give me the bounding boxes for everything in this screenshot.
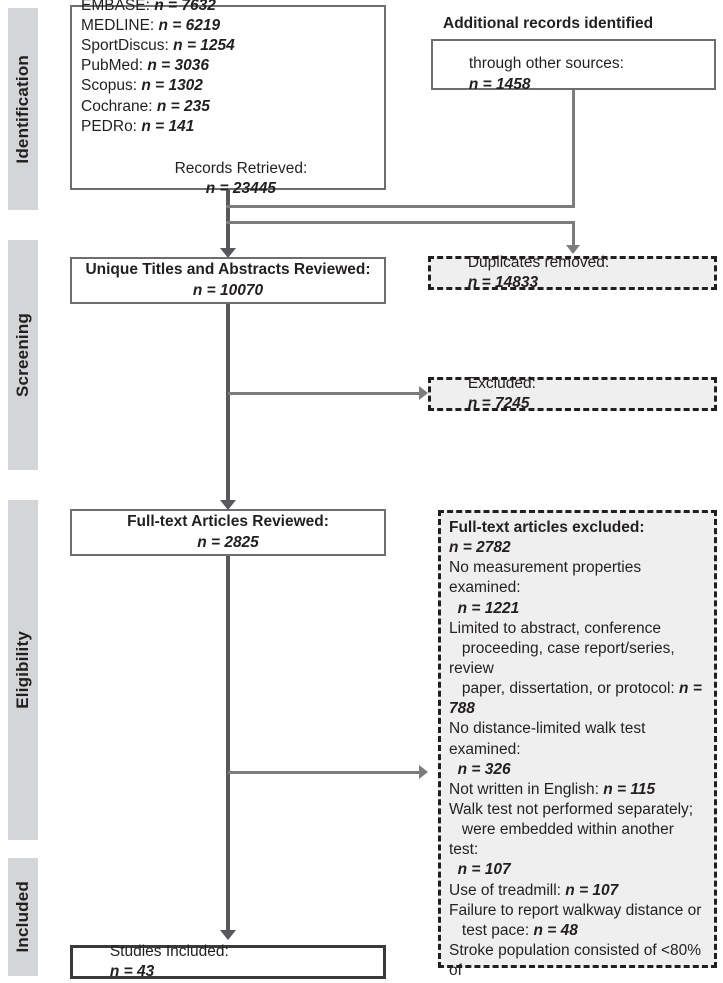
duplicates-removed-label: Duplicates removed:: [467, 253, 610, 271]
records-sources-box: CINAHL: n = 3626EMBASE: n = 7632MEDLINE:…: [70, 0, 386, 197]
fulltext-reviewed-box: Full-text Articles Reviewed: n = 2825: [70, 509, 386, 556]
excluded-item: Not written in English: n = 115: [449, 780, 706, 800]
arrow-to-duplicates: [566, 245, 580, 254]
excluded-item-text: Stroke population consisted of <80% of t…: [449, 941, 702, 983]
excluded-item: No measurement properties examined: n = …: [449, 558, 706, 618]
excluded-item-count: n = 1221: [457, 599, 520, 617]
excluded-item-text: Failure to report walkway distance or te…: [449, 901, 702, 939]
fulltext-reviewed-n: n = 2825: [197, 533, 259, 551]
excluded-item-text: No distance-limited walk test examined:: [449, 720, 650, 758]
excluded-item-text: Limited to abstract, conference proceedi…: [449, 619, 675, 698]
arrow-to-studies-included: [220, 930, 236, 940]
excluded-item: Stroke population consisted of <80% of t…: [449, 941, 706, 983]
excluded-item: Limited to abstract, conference proceedi…: [449, 619, 706, 720]
additional-records-line2-label: through other sources:: [468, 55, 624, 73]
additional-records-n: n = 1458: [468, 75, 531, 93]
studies-included-n: n = 43: [109, 963, 155, 980]
source-count: n = 6219: [158, 16, 221, 34]
connector-fulltext-down: [226, 556, 230, 934]
connector-unique-down: [226, 304, 230, 504]
fulltext-excluded-heading-n: n = 2782: [449, 539, 511, 557]
arrow-to-fulltext: [220, 500, 236, 510]
excluded-item-count: n = 48: [533, 921, 578, 939]
source-count: n = 7632: [154, 0, 216, 14]
connector-additional-to-trunk: [226, 205, 575, 208]
excluded-item-text: Use of treadmill:: [449, 881, 566, 899]
fulltext-reviewed-title: Full-text Articles Reviewed:: [127, 513, 329, 531]
source-row: EMBASE: n = 7632: [72, 0, 384, 16]
excluded-label: Excluded:: [467, 374, 536, 392]
source-row: Scopus: n = 1302: [72, 76, 384, 96]
excluded-item-text: Not written in English:: [449, 780, 604, 798]
stage-label-included: Included: [13, 881, 32, 953]
excluded-item: Walk test not performed separately; were…: [449, 800, 706, 881]
source-row: Cochrane: n = 235: [72, 97, 384, 117]
records-retrieved-n: n = 23445: [205, 180, 277, 198]
source-row: PEDRo: n = 141: [72, 117, 384, 137]
excluded-item-count: n = 788: [449, 680, 707, 718]
arrow-to-fulltext-excluded: [419, 765, 428, 779]
connector-additional-down: [572, 90, 575, 207]
stage-label-eligibility: Eligibility: [13, 631, 32, 709]
source-name: Scopus:: [81, 77, 142, 95]
sources-list: CINAHL: n = 3626EMBASE: n = 7632MEDLINE:…: [72, 0, 384, 137]
additional-records-line2: through other sources: n = 1458: [443, 34, 704, 115]
source-count: n = 3036: [147, 57, 209, 75]
source-row: SportDiscus: n = 1254: [72, 36, 384, 56]
connector-trunk-to-duplicates: [226, 221, 575, 224]
unique-titles-title: Unique Titles and Abstracts Reviewed:: [85, 261, 371, 279]
excluded-line: Excluded: n = 7245: [442, 354, 703, 435]
connector-duplicates-down: [572, 221, 575, 249]
excluded-n: n = 7245: [467, 395, 530, 412]
source-count: n = 1302: [141, 77, 203, 95]
source-count: n = 1254: [173, 37, 235, 55]
additional-records-box: Additional records identified through ot…: [431, 15, 716, 93]
source-name: SportDiscus:: [81, 37, 174, 55]
stage-label-identification: Identification: [13, 54, 32, 164]
excluded-item-count: n = 107: [565, 881, 619, 899]
source-name: MEDLINE:: [81, 16, 159, 34]
stage-tab-identification: Identification: [8, 8, 38, 210]
source-count: n = 235: [156, 97, 210, 115]
excluded-item-count: n = 326: [457, 760, 511, 778]
duplicates-removed-n: n = 14833: [467, 274, 539, 291]
studies-included-label: Studies Included:: [109, 942, 229, 960]
source-row: MEDLINE: n = 6219: [72, 16, 384, 36]
stage-tab-included: Included: [8, 858, 38, 976]
fulltext-excluded-items: No measurement properties examined: n = …: [449, 558, 706, 983]
studies-included-line: Studies Included: n = 43: [84, 922, 372, 983]
arrow-to-excluded: [419, 386, 428, 400]
source-name: EMBASE:: [81, 0, 155, 14]
fulltext-excluded-heading: Full-text articles excluded:: [449, 519, 645, 536]
additional-records-line1: Additional records identified: [443, 15, 654, 33]
excluded-item: Use of treadmill: n = 107: [449, 881, 706, 901]
source-name: PEDRo:: [81, 117, 142, 135]
unique-titles-n: n = 10070: [192, 281, 264, 299]
duplicates-removed-box: Duplicates removed: n = 14833: [428, 254, 717, 291]
source-name: Cochrane:: [81, 97, 157, 115]
excluded-item: Failure to report walkway distance or te…: [449, 901, 706, 941]
excluded-box: Excluded: n = 7245: [428, 375, 717, 412]
stage-tab-screening: Screening: [8, 240, 38, 470]
source-row: PubMed: n = 3036: [72, 56, 384, 76]
duplicates-removed-line: Duplicates removed: n = 14833: [442, 233, 703, 314]
connector-to-excluded: [228, 392, 421, 395]
fulltext-excluded-list-box: Full-text articles excluded: n = 2782 No…: [438, 510, 717, 983]
source-count: n = 141: [141, 117, 195, 135]
records-retrieved-line: Records Retrieved: n = 23445: [72, 139, 384, 220]
stage-label-screening: Screening: [13, 313, 32, 397]
excluded-item-text: Walk test not performed separately; were…: [449, 800, 694, 859]
excluded-item-count: n = 115: [603, 780, 656, 798]
connector-to-fulltext-excluded: [228, 771, 421, 774]
unique-titles-box: Unique Titles and Abstracts Reviewed: n …: [70, 257, 386, 304]
records-retrieved-label: Records Retrieved:: [174, 159, 308, 177]
excluded-item: No distance-limited walk test examined: …: [449, 719, 706, 779]
arrow-to-unique-titles: [220, 248, 236, 258]
excluded-item-text: No measurement properties examined:: [449, 559, 646, 597]
source-name: PubMed:: [81, 57, 148, 75]
stage-tab-eligibility: Eligibility: [8, 500, 38, 840]
studies-included-box: Studies Included: n = 43: [70, 943, 386, 980]
excluded-item-count: n = 107: [457, 861, 511, 879]
